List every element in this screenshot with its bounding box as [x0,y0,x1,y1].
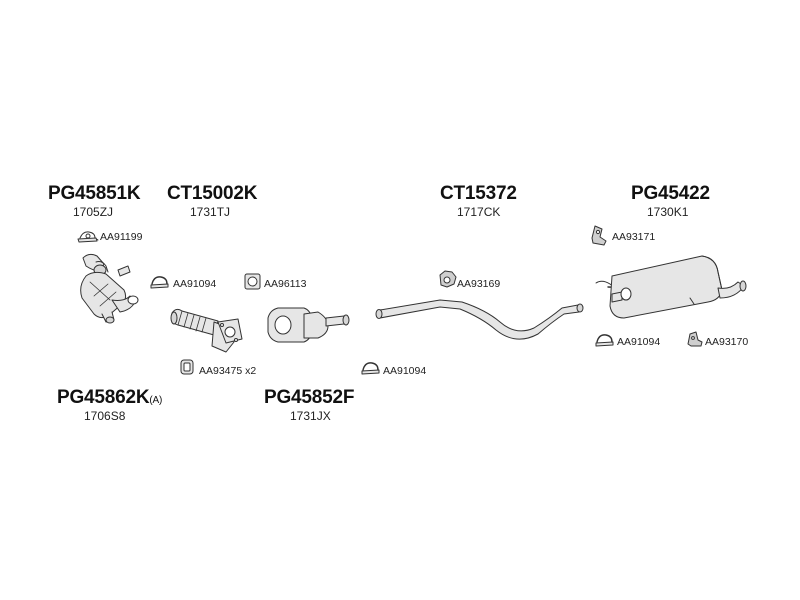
assembly-code-ct15002k: CT15002K [167,183,258,204]
clamp-icon-aa91094-1 [151,277,168,288]
accessory-label-aa91094-2: AA91094 [383,365,427,377]
assembly-code-pg45852f: PG45852F [264,387,355,408]
center-pipe-icon [376,300,583,339]
accessory-label-aa96113: AA96113 [264,278,307,290]
clamp-icon-aa91199 [78,232,98,242]
assembly-code-ct15372: CT15372 [440,183,517,204]
gasket-icon-aa96113 [245,274,260,289]
assembly-ref-1706s8: 1706S8 [84,409,126,423]
assembly-ref-1731jx: 1731JX [290,409,331,423]
assembly-ref-1731tj: 1731TJ [190,205,231,219]
assembly-code-pg45851k: PG45851K [48,183,141,204]
rear-silencer-icon [596,256,746,318]
assembly-code-pg45862k: PG45862K(A) [57,387,162,409]
assembly-code-pg45422: PG45422 [631,183,710,204]
accessory-label-aa93475: AA93475 x2 [199,365,257,377]
accessory-label-aa91199: AA91199 [100,231,143,243]
flex-pipe-icon [171,309,242,352]
particle-filter-icon [268,308,349,342]
assembly-ref-1705zj: 1705ZJ [73,205,114,219]
assembly-code-text: PG45862K [57,387,150,408]
hanger-icon-aa93170 [688,332,702,346]
rubber-mount-icon-aa93169 [440,271,456,287]
assembly-ref-1717ck: 1717CK [457,205,501,219]
hanger-icon-aa93171 [592,226,606,245]
accessory-label-aa91094-3: AA91094 [617,336,661,348]
accessory-label-aa93171: AA93171 [612,231,656,243]
clamp-icon-aa91094-2 [362,363,379,374]
accessory-label-aa93169: AA93169 [457,278,501,290]
assembly-code-suffix: (A) [149,395,163,406]
clamp-icon-aa93475 [181,360,193,374]
clamp-icon-aa91094-3 [596,335,613,346]
accessory-label-aa93170: AA93170 [705,336,749,348]
accessory-label-aa91094-1: AA91094 [173,278,217,290]
assembly-ref-1730k1: 1730K1 [647,205,689,219]
manifold-catalyst-icon [81,254,138,323]
